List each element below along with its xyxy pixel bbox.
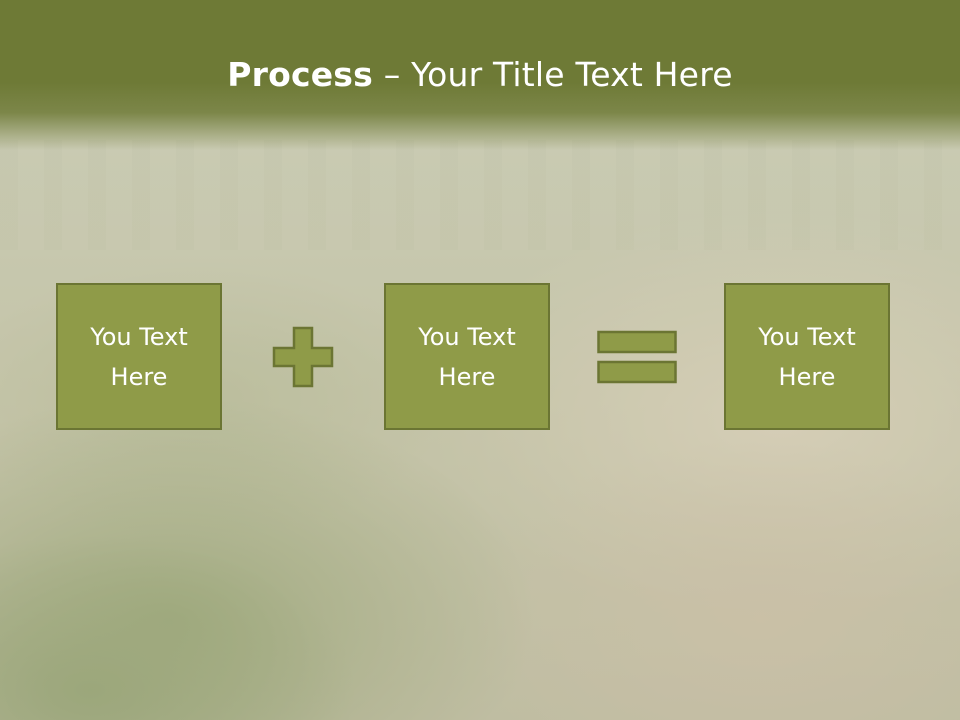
process-box-2-text: You Text Here [418, 322, 516, 391]
title-band [0, 0, 960, 150]
process-box-3[interactable]: You Text Here [724, 283, 890, 430]
process-box-1-text: You Text Here [90, 322, 188, 391]
title-rest: Your Title Text Here [411, 55, 733, 94]
background-treeline [0, 140, 960, 250]
process-box-1[interactable]: You Text Here [56, 283, 222, 430]
title-separator: – [373, 55, 412, 94]
title-bold: Process [227, 55, 373, 94]
equals-icon [597, 330, 677, 384]
process-box-2[interactable]: You Text Here [384, 283, 550, 430]
slide-title[interactable]: Process – Your Title Text Here [0, 50, 960, 100]
plus-icon [272, 326, 334, 388]
process-box-3-text: You Text Here [758, 322, 856, 391]
